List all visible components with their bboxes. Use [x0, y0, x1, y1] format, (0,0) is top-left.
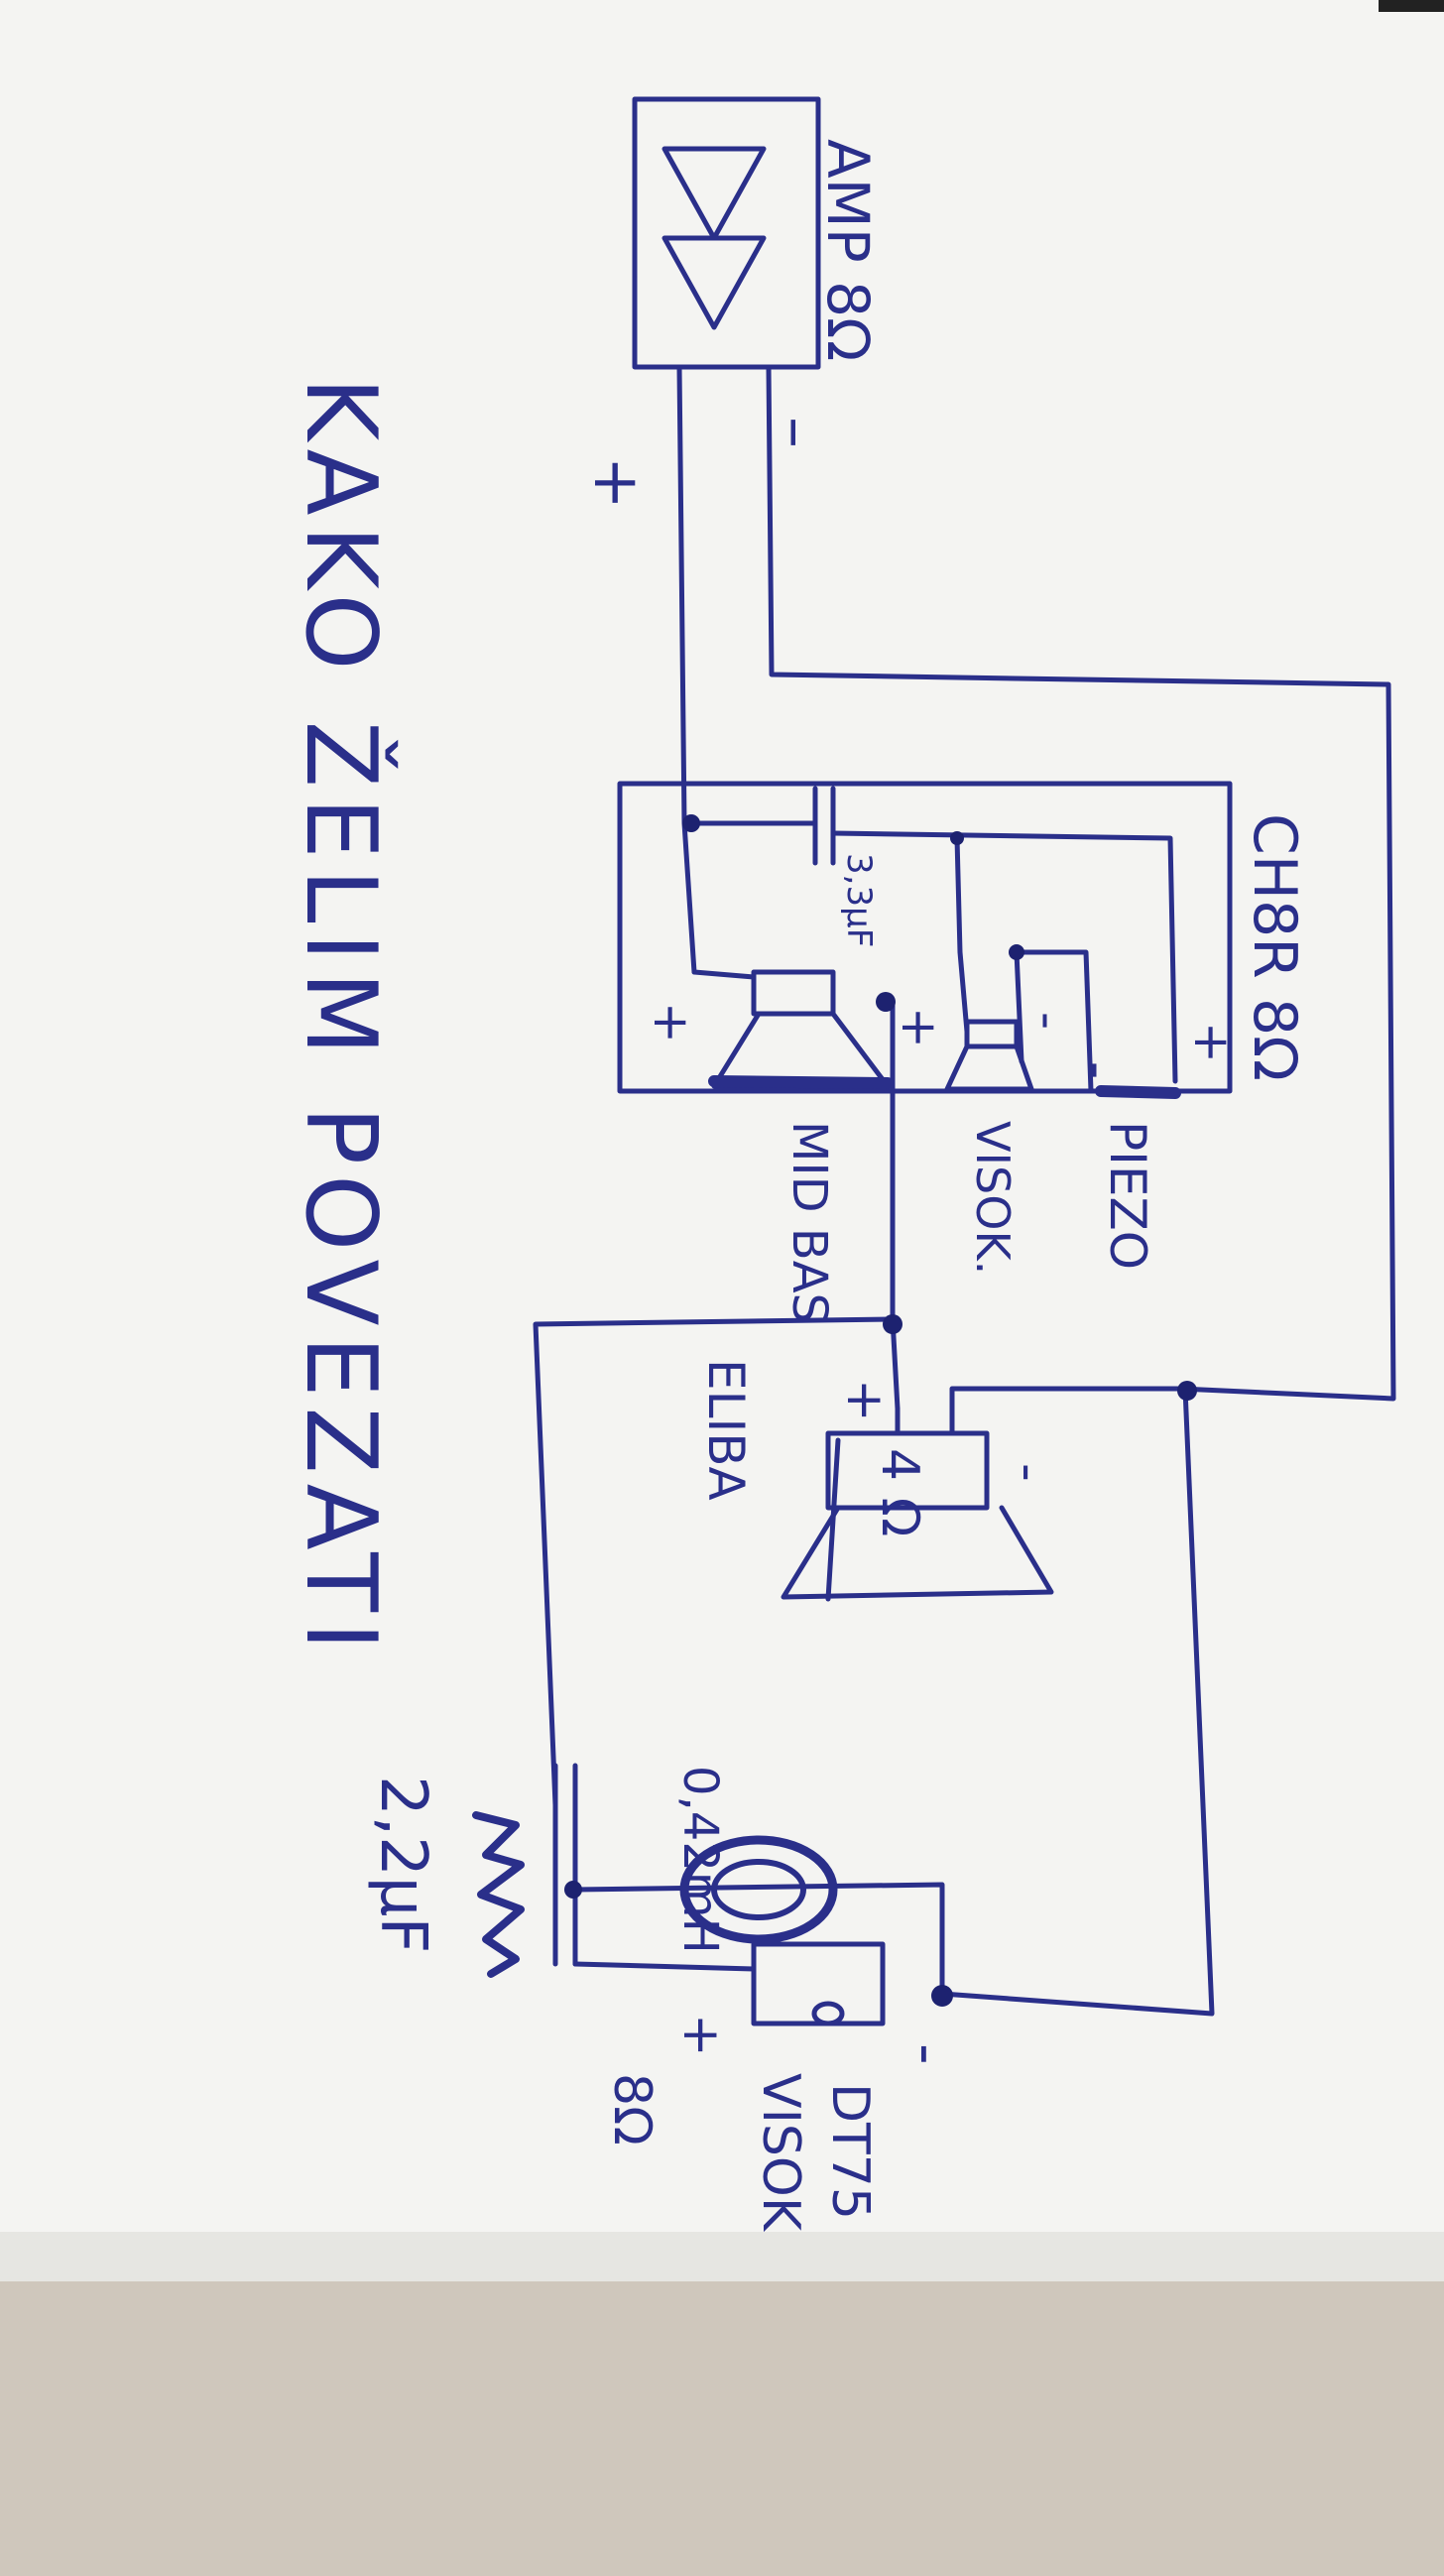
cabinet-mid-plus: + [643, 1002, 700, 1043]
crossover-capacitor-label: 2,2µF [366, 1776, 439, 1953]
woofer-magnet [825, 1430, 990, 1511]
wire-to-mid [691, 969, 757, 980]
cabinet-outer [617, 781, 1233, 1094]
amp-plus-sign: + [579, 456, 653, 510]
amp-triangle-2 [662, 235, 767, 330]
wire-junction-link [1019, 949, 1094, 1094]
dt75-dome [811, 2001, 845, 2026]
woofer-cone [781, 1505, 1054, 1600]
junction-dot [1177, 1381, 1197, 1401]
labels: KAKO ŽELIM POVEZATI AMP 8Ω + – CH8R 8Ω 3… [284, 139, 1309, 2233]
tweeter-label: VISOK. [966, 1121, 1020, 1275]
cabinet-capacitor-label: 3,3µF [839, 853, 879, 947]
junction-dot [1009, 944, 1024, 960]
dt75-minus-sign: - [893, 2043, 962, 2065]
amp-triangle-1 [662, 146, 767, 241]
cabinet-piezo-minus: - [1069, 1061, 1127, 1079]
dt75-impedance: 8Ω [602, 2073, 662, 2146]
woofer-cone-left [825, 1437, 841, 1602]
wire-inductor-branch [572, 1882, 945, 1997]
cabinet-piezo-plus: + [1183, 1022, 1241, 1063]
dt75-label-1: DT75 [820, 2083, 880, 2220]
amplifier [632, 96, 821, 370]
wire-cap-to-right [830, 830, 1178, 1084]
midbass-label: MID BAS [782, 1121, 837, 1323]
cabinet-tweeter-plus: + [891, 1007, 948, 1048]
junction-dot [883, 1314, 902, 1334]
inductor-label: 0,42mH [672, 1766, 728, 1954]
woofer-label: ELIBA [697, 1359, 755, 1501]
junction-dot [564, 1881, 582, 1899]
amp-box [632, 96, 821, 370]
notebook-binding-mark [1379, 0, 1444, 12]
midbass-speaker [708, 969, 894, 1089]
eliba-woofer [781, 1386, 1183, 1602]
wire-tweeter-neg [1014, 949, 1024, 1064]
xover-cap-scribble [472, 1811, 525, 1978]
junction-dot [931, 1985, 953, 2007]
paper-sheet [0, 0, 1444, 2271]
wire-mid-to-crossover [533, 1316, 896, 1808]
midbass-cone-base [708, 1075, 894, 1089]
tweeter-cone [944, 1043, 1034, 1092]
junctions [564, 814, 1197, 2007]
wire-to-dt-plus [572, 1961, 757, 1972]
wire-amp-minus [766, 364, 1396, 1402]
cabinet-label: CH8R 8Ω [1240, 813, 1309, 1081]
junction-dot [876, 992, 896, 1012]
tweeter-magnet [964, 1019, 1020, 1049]
inductor-coil [679, 1835, 838, 1944]
dt75-plus-sign: + [671, 2014, 731, 2057]
amp-minus-sign: – [760, 417, 833, 448]
dt75-label-2: VISOK [751, 2073, 810, 2233]
woofer-minus-sign: - [999, 1463, 1058, 1482]
junction-dot [950, 831, 964, 845]
woofer-plus-sign: + [835, 1379, 895, 1422]
woofer-minus-lead [949, 1386, 1183, 1436]
piezo-element [1095, 1085, 1181, 1099]
crossover-network [472, 1763, 945, 1997]
wire-cap-branch-down [954, 835, 970, 1035]
cabinet-tweeter-minus: - [1020, 1012, 1077, 1030]
piezo-label: PIEZO [1099, 1121, 1156, 1270]
table-surface [0, 2281, 1444, 2571]
diagram-title: KAKO ŽELIM POVEZATI [284, 377, 398, 1660]
wire-return-right [939, 1386, 1215, 2017]
ch8r-cabinet [617, 781, 1233, 1094]
junction-dot [682, 814, 700, 832]
dt75-body [751, 1941, 886, 2026]
amp-label: AMP 8Ω [814, 139, 882, 361]
midbass-magnet [751, 969, 836, 1017]
inductor-coil-inner [711, 1859, 806, 1920]
dt75-tweeter [751, 1941, 886, 2026]
piezo-tweeter [1095, 1085, 1181, 1099]
cabinet-tweeter [944, 1019, 1034, 1092]
woofer-impedance: 4 Ω [870, 1448, 929, 1536]
